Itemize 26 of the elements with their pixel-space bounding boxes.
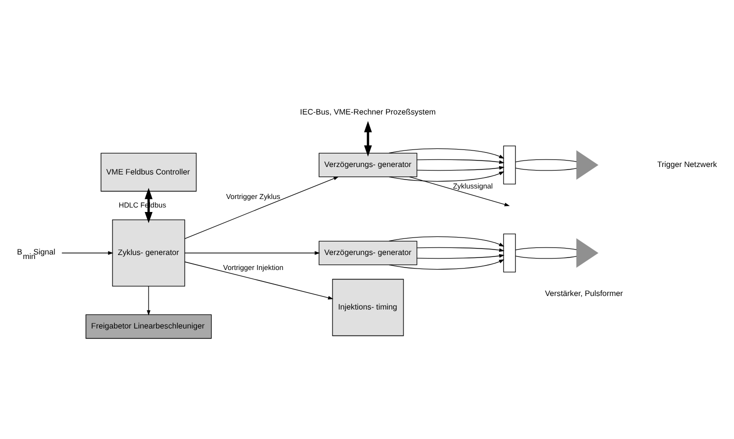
connector [515, 256, 577, 259]
arrow [409, 176, 510, 206]
arrow [416, 166, 504, 171]
node-box [503, 234, 516, 272]
arrow [388, 148, 504, 159]
node-triangle [576, 150, 598, 180]
connector [515, 168, 577, 171]
arrow [388, 171, 504, 182]
connector [515, 247, 577, 250]
arrow [184, 176, 339, 239]
arrow [364, 121, 372, 157]
arrow [416, 247, 504, 252]
connector [515, 159, 577, 162]
node-triangle [576, 238, 598, 268]
edge-label: Zyklussignal [453, 182, 493, 190]
arrow [388, 236, 504, 247]
arrow [144, 188, 153, 224]
arrow [416, 254, 504, 259]
edge-label: Vortrigger Zyklus [226, 192, 280, 202]
arrow [62, 251, 114, 255]
arrow [416, 159, 504, 164]
arrow [184, 251, 320, 255]
node-box [503, 146, 516, 184]
edge-label: Vortrigger Injektion [223, 262, 284, 272]
arrow [184, 262, 334, 300]
arrow [146, 286, 150, 316]
